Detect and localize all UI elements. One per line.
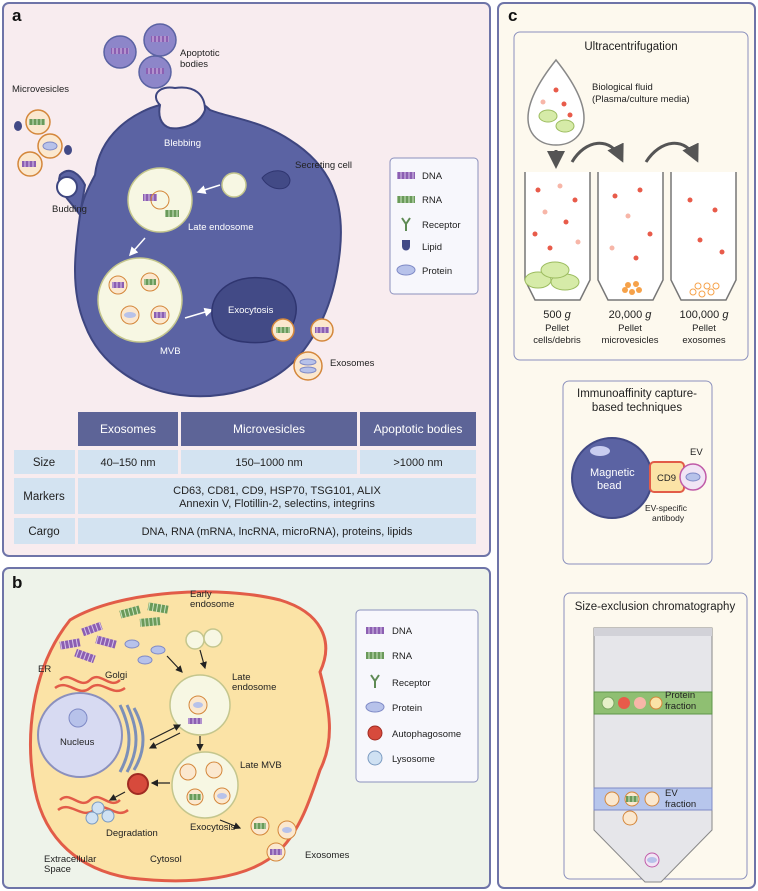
table-header-apoptotic: Apoptotic bodies bbox=[374, 422, 463, 436]
table-row-size-label: Size bbox=[33, 457, 55, 469]
secreting-cell-label: Secreting cell bbox=[295, 160, 352, 171]
legend-a-dna: DNA bbox=[422, 171, 443, 182]
microvesicles-group bbox=[14, 109, 72, 177]
tube-1-pellet: Pellet bbox=[545, 323, 569, 334]
table-header-microvesicles: Microvesicles bbox=[233, 422, 305, 436]
degradation-label: Degradation bbox=[106, 828, 158, 839]
golgi-label: Golgi bbox=[105, 670, 127, 681]
comparison-table: Exosomes Microvesicles Apoptotic bodies … bbox=[14, 412, 476, 544]
cytosolic-nucleic-acids bbox=[59, 602, 169, 665]
legend-a-rna: RNA bbox=[422, 195, 443, 206]
tube-1 bbox=[524, 172, 591, 301]
tube-1-speed: 500 g bbox=[543, 309, 571, 321]
budding-label: Budding bbox=[52, 204, 87, 215]
legend-a-receptor: Receptor bbox=[422, 220, 461, 231]
tube-3-pellet: Pellet bbox=[692, 323, 716, 334]
er-label: ER bbox=[38, 664, 51, 675]
cytosol-label: Cytosol bbox=[150, 854, 182, 865]
tube-2-speed: 20,000 g bbox=[609, 309, 653, 321]
panel-c: c Ultracentrifugation Biological fluid(P… bbox=[497, 2, 756, 889]
table-cell-cargo: DNA, RNA (mRNA, lncRNA, microRNA), prote… bbox=[142, 526, 413, 538]
blebbing-label: Blebbing bbox=[164, 138, 201, 149]
cd9-label: CD9 bbox=[657, 473, 676, 484]
nucleus bbox=[37, 692, 123, 778]
late-endosome bbox=[127, 167, 193, 233]
late-endosome-label: Late endosome bbox=[188, 222, 254, 233]
tube-2 bbox=[597, 172, 664, 301]
legend-b-dna: DNA bbox=[392, 626, 413, 637]
legend-a-protein: Protein bbox=[422, 266, 452, 277]
table-header-exosomes: Exosomes bbox=[100, 422, 156, 436]
legend-b-lysosome: Lysosome bbox=[392, 754, 435, 765]
legend-b-receptor: Receptor bbox=[392, 678, 431, 689]
tube-2-pellet: Pellet bbox=[618, 323, 642, 334]
microvesicles-label: Microvesicles bbox=[12, 84, 69, 95]
table-cell-size-apoptotic: >1000 nm bbox=[393, 457, 442, 469]
ev-label: EV bbox=[690, 447, 703, 458]
exosomes-a-label: Exosomes bbox=[330, 358, 375, 369]
budding-vesicle bbox=[56, 176, 78, 198]
table-row-markers-label: Markers bbox=[23, 491, 65, 503]
nucleus-label: Nucleus bbox=[60, 737, 95, 748]
legend-a: DNA RNA Receptor Lipid Protein bbox=[389, 157, 479, 295]
legend-b-protein: Protein bbox=[392, 703, 422, 714]
exocytosis-b-label: Exocytosis bbox=[190, 822, 236, 833]
tube-1-content: cells/debris bbox=[533, 335, 581, 346]
lysosomes bbox=[85, 801, 115, 825]
late-mvb bbox=[171, 751, 239, 819]
mvb bbox=[97, 257, 183, 343]
table-cell-size-exosomes: 40–150 nm bbox=[100, 457, 155, 469]
legend-b: DNA RNA Receptor Protein Autophagosome L… bbox=[355, 609, 479, 783]
tube-3-content: exosomes bbox=[682, 335, 726, 346]
legend-a-lipid: Lipid bbox=[422, 242, 442, 253]
tube-3-speed: 100,000 g bbox=[680, 309, 730, 321]
late-mvb-label: Late MVB bbox=[240, 760, 282, 771]
tube-3 bbox=[670, 172, 737, 301]
late-endosome-b bbox=[169, 674, 231, 736]
legend-b-rna: RNA bbox=[392, 651, 413, 662]
apoptotic-bodies bbox=[103, 23, 177, 89]
exocytosis-label: Exocytosis bbox=[228, 305, 274, 316]
tube-2-content: microvesicles bbox=[601, 335, 658, 346]
mvb-label: MVB bbox=[160, 346, 181, 357]
golgi bbox=[118, 704, 145, 773]
exosomes-b-label: Exosomes bbox=[305, 850, 350, 861]
panel-b: b Nucleus ER Golgi bbox=[2, 567, 491, 889]
sec-title: Size-exclusion chromatography bbox=[575, 601, 736, 613]
exosomes-b bbox=[250, 816, 297, 862]
legend-b-autophagosome: Autophagosome bbox=[392, 729, 461, 740]
table-row-cargo-label: Cargo bbox=[28, 526, 59, 538]
sec-column bbox=[593, 627, 713, 883]
panel-a-letter: a bbox=[12, 6, 22, 25]
exosomes-a bbox=[271, 318, 334, 381]
immuno-title: Immunoaffinity capture-based techniques bbox=[577, 388, 697, 414]
panel-b-letter: b bbox=[12, 573, 22, 592]
bio-fluid-label: Biological fluid(Plasma/culture media) bbox=[592, 82, 690, 105]
ultra-title: Ultracentrifugation bbox=[584, 41, 677, 53]
table-cell-size-microvesicles: 150–1000 nm bbox=[235, 457, 302, 469]
panel-c-letter: c bbox=[508, 6, 517, 25]
autophagosome bbox=[127, 773, 149, 795]
